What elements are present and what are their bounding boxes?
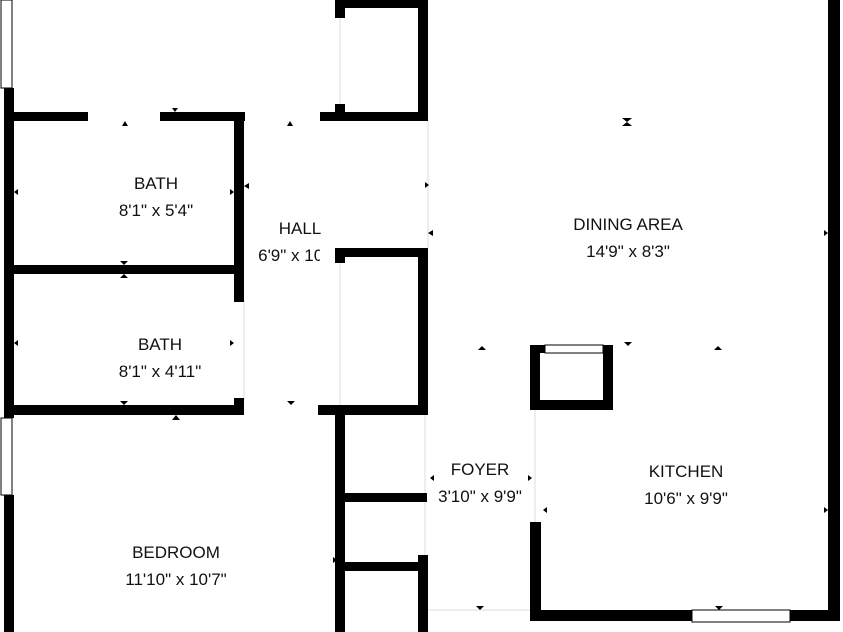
openings (243, 8, 536, 632)
room-size: 3'10" x 9'9" (438, 487, 522, 506)
room-name: BATH (133, 174, 179, 193)
room-name: BATH (137, 335, 183, 354)
room-name: FOYER (450, 460, 510, 479)
room-label-bath-2: BATH 8'1" x 4'11" (119, 331, 202, 385)
room-name: HALL (278, 219, 322, 238)
room-size: 14'9" x 8'3" (586, 242, 670, 261)
room-size: 6'9" x 10'7" (258, 246, 342, 265)
room-label-kitchen: KITCHEN 10'6" x 9'9" (644, 458, 728, 512)
room-size: 8'1" x 5'4" (118, 201, 194, 220)
room-label-hall: HALL 6'9" x 10'7" (258, 215, 342, 269)
window (691, 609, 791, 623)
room-label-foyer: FOYER 3'10" x 9'9" (438, 456, 522, 510)
dimension-markers (14, 108, 828, 610)
room-name: DINING AREA (573, 215, 683, 234)
room-size: 10'6" x 9'9" (644, 489, 728, 508)
room-label-dining-area: DINING AREA 14'9" x 8'3" (573, 211, 683, 265)
room-size: 8'1" x 4'11" (118, 362, 202, 381)
room-label-bedroom: BEDROOM 11'10" x 10'7" (125, 539, 226, 593)
room-label-bath-1: BATH 8'1" x 5'4" (119, 170, 193, 224)
room-name: BEDROOM (132, 543, 220, 562)
walls (4, 0, 840, 632)
room-name: KITCHEN (648, 462, 724, 481)
room-size: 11'10" x 10'7" (125, 570, 227, 589)
window (0, 417, 13, 496)
window (0, 0, 13, 89)
window (544, 344, 604, 354)
